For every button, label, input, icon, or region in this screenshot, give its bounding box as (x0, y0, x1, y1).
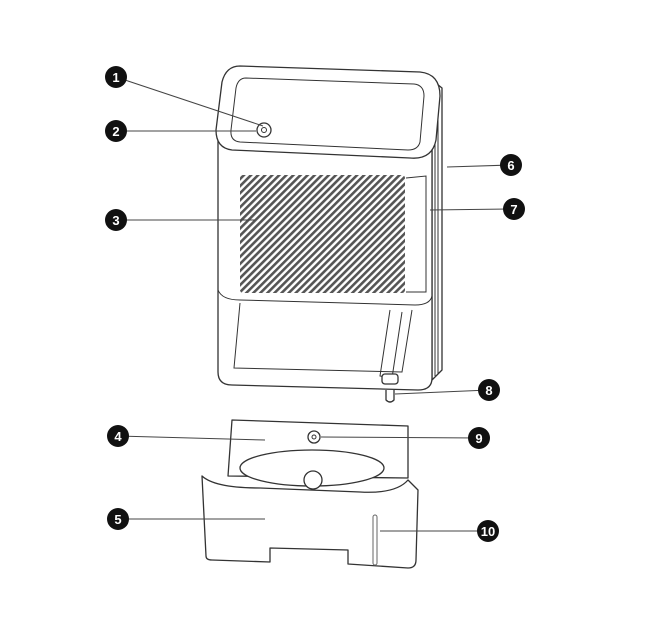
callout-badge (478, 379, 500, 401)
callout-1: 1 (105, 66, 264, 127)
callout-badge (105, 66, 127, 88)
callout-badge (105, 209, 127, 231)
callout-number: 10 (481, 524, 495, 539)
callout-number: 2 (112, 124, 119, 139)
callout-4: 4 (107, 425, 266, 447)
leader-line (394, 389, 490, 395)
callout-badge (107, 425, 129, 447)
callout-badge (107, 508, 129, 530)
callout-number: 5 (114, 512, 121, 527)
callout-2: 2 (105, 120, 256, 142)
callout-number: 3 (112, 213, 119, 228)
air-outlet-grille (240, 175, 405, 293)
callout-9: 9 (320, 427, 490, 449)
callout-8: 8 (394, 379, 500, 401)
dehumidifier-unit (215, 65, 443, 403)
power-button[interactable] (256, 122, 272, 138)
callout-badge (105, 120, 127, 142)
callout-7: 7 (429, 198, 525, 220)
leader-line (115, 76, 264, 127)
leader-line (320, 436, 480, 439)
callout-number: 4 (114, 429, 122, 444)
callout-number: 7 (510, 202, 517, 217)
callout-5: 5 (107, 508, 265, 530)
leader-line (117, 435, 266, 441)
callout-number: 6 (507, 158, 514, 173)
leader-line (429, 208, 515, 211)
callout-3: 3 (105, 209, 255, 231)
callouts: 1 2 3 4 5 6 7 8 9 10 (105, 66, 525, 542)
callout-badge (477, 520, 499, 542)
callout-badge (468, 427, 490, 449)
water-level-window (372, 514, 378, 566)
callout-number: 8 (485, 383, 492, 398)
callout-badge (503, 198, 525, 220)
callout-badge (500, 154, 522, 176)
water-tank (201, 419, 419, 569)
callout-6: 6 (446, 154, 522, 176)
callout-number: 9 (475, 431, 482, 446)
callout-10: 10 (380, 520, 499, 542)
callout-number: 1 (112, 70, 119, 85)
tank-float-indicator (307, 430, 321, 444)
